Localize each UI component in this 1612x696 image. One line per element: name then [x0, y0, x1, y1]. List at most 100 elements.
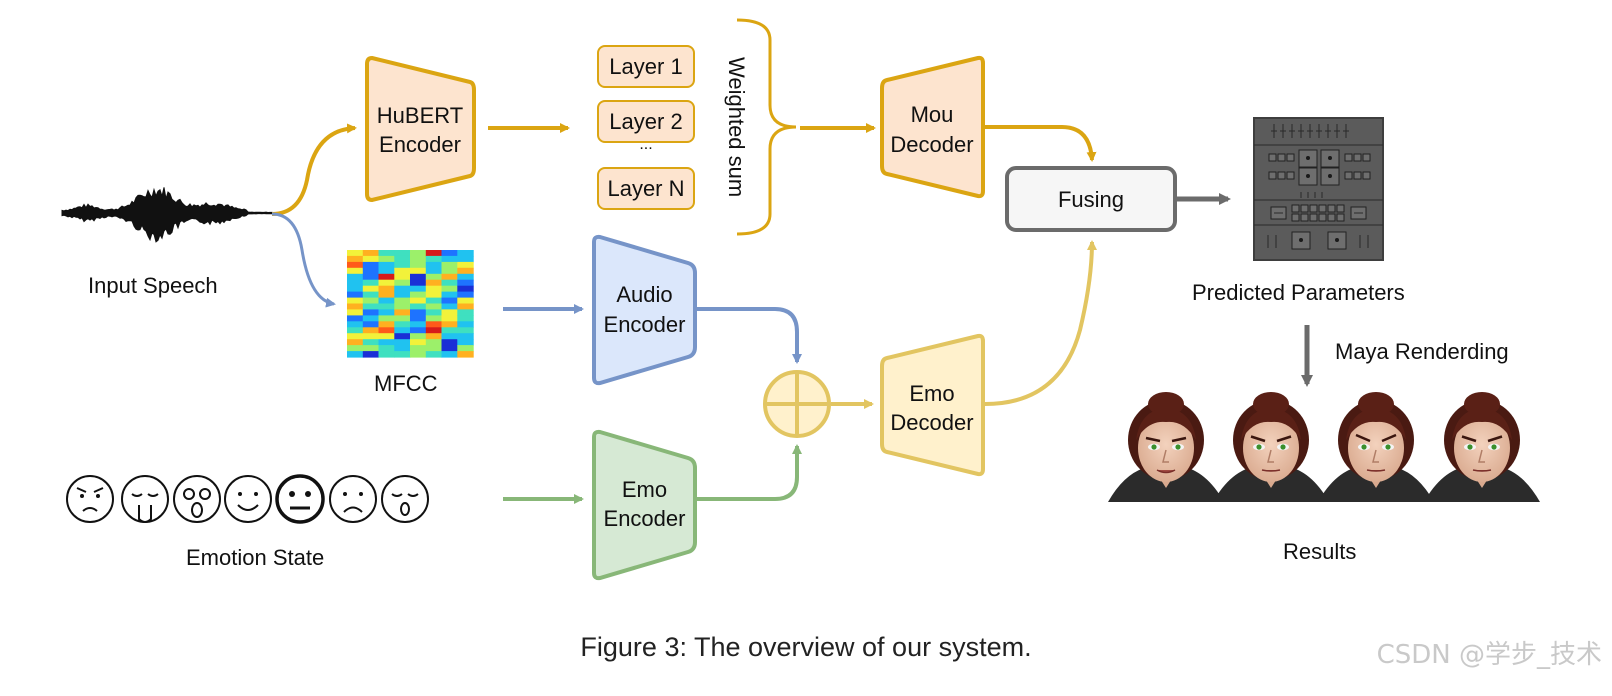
fusion-add-icon: [763, 370, 831, 438]
mfcc-cell: [378, 345, 395, 352]
mfcc-cell: [362, 309, 380, 316]
arrow-speech-to-hubert: [271, 123, 357, 216]
mfcc-cell: [378, 309, 395, 316]
mfcc-cell: [362, 261, 380, 269]
arrow-mou-to-fusing: [985, 125, 1097, 162]
emo-encoder-label-line2: Encoder: [603, 506, 686, 531]
mfcc-cell: [347, 309, 364, 316]
mfcc-cell: [457, 351, 474, 358]
mfcc-cell: [441, 339, 458, 346]
mfcc-cell: [457, 291, 474, 299]
happy-face-icon: [224, 475, 272, 523]
mfcc-cell: [378, 333, 395, 340]
mfcc-cell: [441, 285, 458, 293]
mfcc-cell: [457, 297, 474, 305]
mfcc-cell: [347, 333, 364, 340]
mfcc-cell: [347, 285, 364, 293]
mfcc-cell: [425, 273, 443, 281]
mfcc-cell: [394, 303, 411, 310]
mfcc-cell: [362, 273, 380, 281]
mfcc-cell: [378, 273, 395, 281]
mfcc-cell: [378, 303, 395, 310]
results-label: Results: [1283, 539, 1357, 564]
arrow-audio-encoder-to-fusion: [697, 307, 802, 364]
mfcc-cell: [410, 255, 427, 263]
mfcc-cell: [457, 255, 474, 263]
predicted-parameters-label: Predicted Parameters: [1192, 280, 1405, 305]
mfcc-cell: [441, 261, 458, 269]
mfcc-cell: [457, 345, 474, 352]
figure-caption: Figure 3: The overview of our system.: [580, 632, 1032, 662]
mfcc-cell: [394, 339, 411, 346]
mfcc-cell: [347, 297, 364, 305]
mfcc-cell: [362, 255, 380, 263]
mfcc-cell: [425, 285, 443, 293]
mfcc-cell: [425, 309, 443, 316]
input-speech-label: Input Speech: [88, 273, 218, 298]
layer-n-box: [597, 167, 695, 210]
emo-encoder-label-line1: Emo: [621, 477, 668, 502]
layer-1-box: [597, 45, 695, 88]
mfcc-cell: [410, 279, 427, 287]
emotion-faces: [66, 474, 429, 524]
mfcc-cell: [378, 291, 395, 299]
mfcc-cell: [362, 297, 380, 305]
mfcc-cell: [347, 315, 364, 322]
mfcc-cell: [441, 291, 458, 299]
mfcc-label: MFCC: [374, 371, 438, 396]
emo-decoder-block: [880, 333, 985, 477]
sad-face-icon: [329, 475, 377, 523]
mfcc-cell: [394, 327, 411, 334]
mfcc-cell: [441, 315, 458, 322]
mfcc-cell: [441, 279, 458, 287]
mfcc-cell: [457, 279, 474, 287]
mfcc-cell: [347, 339, 364, 346]
mfcc-cell: [441, 351, 458, 358]
mfcc-cell: [347, 345, 364, 352]
mfcc-cell: [394, 309, 411, 316]
mfcc-cell: [410, 273, 427, 281]
mfcc-cell: [362, 250, 380, 257]
mfcc-cell: [378, 279, 395, 287]
avatar-render: [1213, 392, 1329, 502]
mfcc-cell: [394, 250, 411, 257]
arrow-emo-encoder-to-fusion: [697, 444, 802, 501]
mfcc-cell: [347, 279, 364, 287]
mfcc-cell: [362, 291, 380, 299]
mfcc-cell: [394, 279, 411, 287]
mfcc-cell: [362, 339, 380, 346]
mfcc-cell: [394, 267, 411, 275]
mfcc-cell: [347, 250, 364, 257]
mfcc-cell: [410, 309, 427, 316]
mfcc-cell: [378, 297, 395, 305]
mfcc-cell: [378, 285, 395, 293]
fear-face-icon: [173, 475, 221, 523]
avatar-render: [1108, 392, 1224, 502]
mfcc-cell: [362, 345, 380, 352]
mfcc-cell: [347, 273, 364, 281]
mfcc-cell: [347, 267, 364, 275]
mfcc-cell: [378, 315, 395, 322]
weighted-sum-brace: [736, 18, 797, 236]
audio-encoder-label-line2: Encoder: [603, 312, 686, 337]
waveform-icon: [61, 187, 273, 243]
mfcc-cell: [441, 297, 458, 305]
mfcc-cell: [425, 267, 443, 275]
mfcc-cell: [362, 321, 380, 328]
mfcc-cell: [410, 315, 427, 322]
layer-2-box: [597, 100, 695, 143]
avatar-render: [1318, 392, 1434, 502]
hubert-encoder-label-line2: Encoder: [379, 132, 461, 157]
mfcc-cell: [425, 345, 443, 352]
mfcc-cell: [457, 315, 474, 322]
mfcc-cell: [457, 339, 474, 346]
rendered-avatar-results: [1108, 392, 1540, 502]
hubert-encoder-block: [365, 55, 476, 203]
mfcc-cell: [457, 321, 474, 328]
mfcc-cell: [425, 321, 443, 328]
maya-rendering-label: Maya Renderding: [1335, 339, 1509, 364]
mfcc-cell: [394, 285, 411, 293]
mfcc-cell: [410, 261, 427, 269]
mfcc-cell: [410, 327, 427, 334]
mfcc-cell: [410, 291, 427, 299]
